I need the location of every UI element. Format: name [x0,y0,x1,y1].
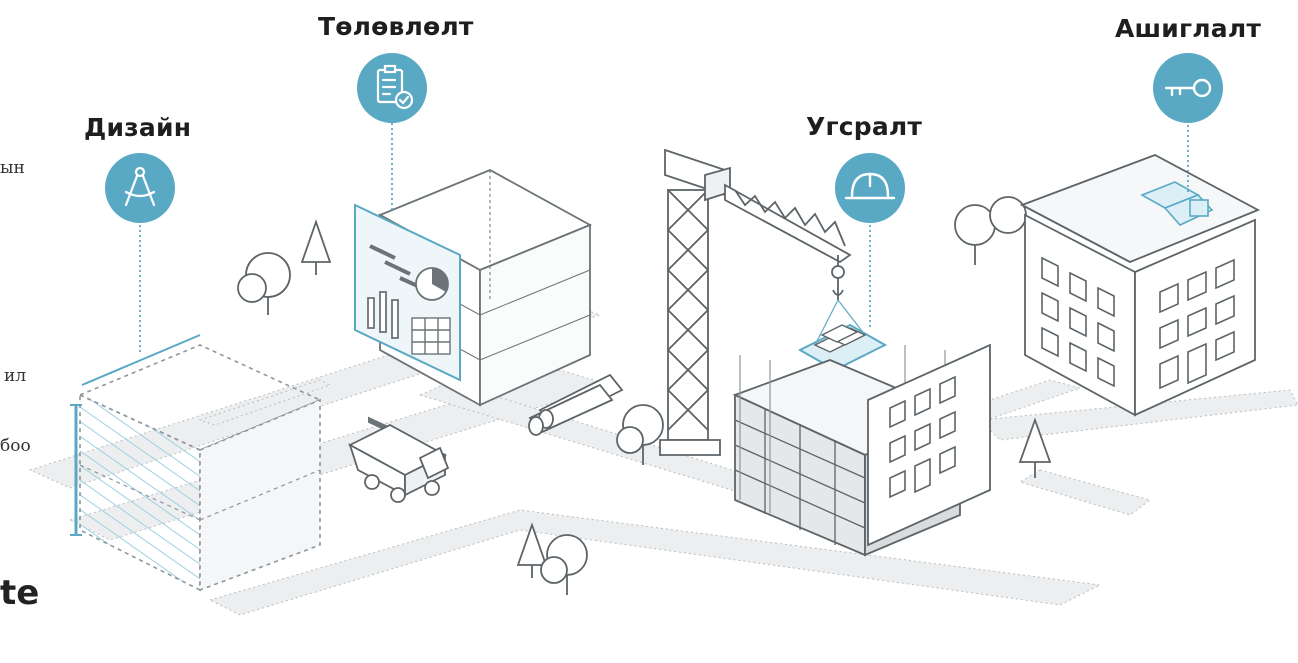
dump-truck [348,423,450,503]
crane-load [797,299,888,372]
stage-label-operation: Ашиглалт [1115,14,1262,43]
tree-cluster-bottom [516,522,588,595]
design-wireframe-block [70,334,322,592]
connectors [139,118,1189,355]
cut-text-3: бoo [0,436,31,456]
hardhat-icon [835,153,905,223]
tree-right [1018,417,1052,478]
pipe-stack [528,373,624,436]
stage-label-planning: Төлөвлөлт [318,12,474,41]
tower-crane [659,148,852,456]
construction-building [732,343,991,557]
planning-block [354,169,593,432]
operation-building [1019,154,1261,417]
clipboard-chart-icon [357,53,427,123]
tree-crane-base [616,404,664,465]
stage-label-construction: Угсралт [806,112,923,141]
key-icon [1153,53,1223,123]
tree-cluster-operation [954,196,1027,265]
tree-cluster-left [237,219,332,315]
stage-label-design: Дизайн [84,113,192,142]
cut-text-2: ил [4,366,27,386]
cut-text-1: ын [0,158,25,178]
cut-text-4: te [0,573,40,613]
compass-icon [105,153,175,223]
